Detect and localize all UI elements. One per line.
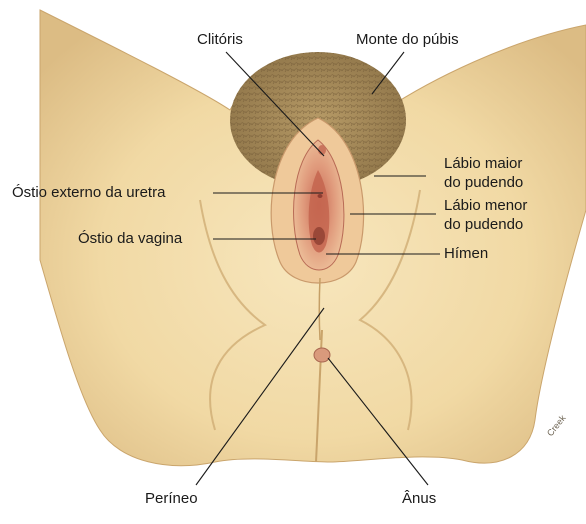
label-external-urethral-orifice: Óstio externo da uretra xyxy=(12,184,165,201)
label-vaginal-orifice: Óstio da vagina xyxy=(78,230,182,247)
vaginal-orifice xyxy=(313,227,325,245)
label-labia-minora-line1: Lábio menor xyxy=(444,197,527,214)
label-labia-majora-line1: Lábio maior xyxy=(444,155,522,172)
perineum-raphe xyxy=(319,278,320,340)
label-anus: Ânus xyxy=(402,490,436,507)
label-labia-majora-line2: do pudendo xyxy=(444,174,523,191)
label-hymen: Hímen xyxy=(444,245,488,262)
anus xyxy=(314,348,330,362)
label-clitoris: Clitóris xyxy=(197,31,243,48)
label-labia-minora-line2: do pudendo xyxy=(444,216,523,233)
label-perineum: Períneo xyxy=(145,490,198,507)
urethral-orifice xyxy=(318,194,323,198)
label-mons-pubis: Monte do púbis xyxy=(356,31,459,48)
